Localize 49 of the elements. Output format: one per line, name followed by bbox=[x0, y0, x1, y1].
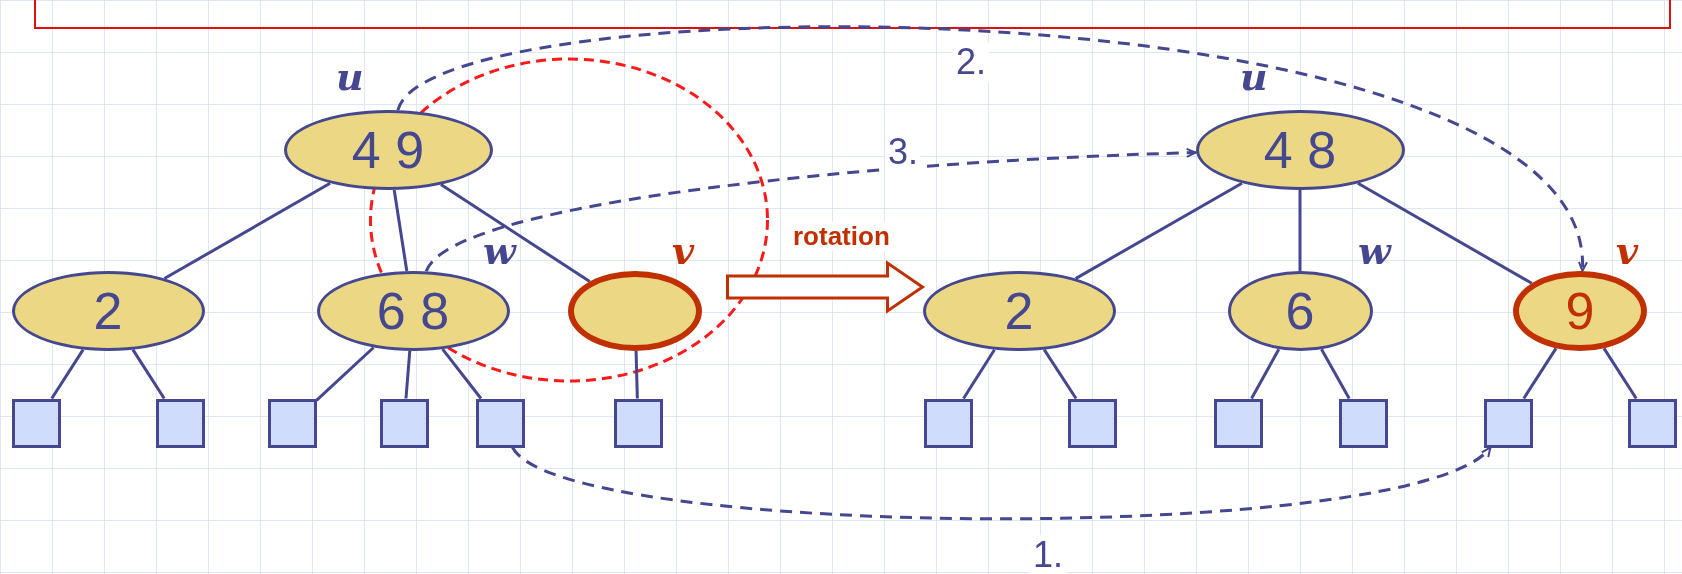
tree-branch-line bbox=[440, 183, 591, 283]
variable-label: u bbox=[336, 58, 364, 96]
tree-branch-line bbox=[131, 348, 166, 400]
tree-branch-line bbox=[1320, 348, 1351, 400]
tree-branch-line bbox=[50, 348, 85, 400]
tree-branch-line bbox=[1522, 347, 1558, 400]
leaf-square bbox=[475, 398, 525, 448]
leaf-square bbox=[155, 398, 205, 448]
tree-branch-line bbox=[962, 348, 996, 400]
tree-branch-line bbox=[1074, 181, 1243, 280]
tree-node: 2 bbox=[11, 271, 205, 351]
tree-branch-line bbox=[392, 189, 409, 272]
leaf-square bbox=[11, 398, 61, 448]
leaf-square bbox=[613, 398, 663, 448]
tree-branch-line bbox=[634, 350, 639, 399]
leaf-square bbox=[923, 398, 973, 448]
tree-branch-line bbox=[1042, 348, 1078, 400]
leaf-square bbox=[267, 398, 317, 448]
dashed-arrow bbox=[396, 25, 1585, 273]
tree-node: 2 bbox=[922, 271, 1116, 351]
tree-branch-line bbox=[404, 350, 412, 399]
leaf-square bbox=[1067, 398, 1117, 448]
variable-label: w bbox=[483, 232, 516, 270]
leaf-square bbox=[1627, 398, 1677, 448]
edge-label: 1. bbox=[1030, 535, 1067, 574]
dashed-arrow bbox=[511, 446, 1492, 521]
tree-node: 4 8 bbox=[1195, 110, 1405, 190]
tree-branch-line bbox=[1357, 182, 1533, 285]
variable-label: w bbox=[1358, 232, 1391, 270]
leaf-square bbox=[1213, 398, 1263, 448]
edge-label: 2. bbox=[953, 42, 990, 82]
variable-label: u bbox=[1240, 58, 1268, 96]
variable-label: v bbox=[672, 232, 695, 270]
leaf-square bbox=[1338, 398, 1388, 448]
highlighted-tree-node: 9 bbox=[1513, 271, 1647, 351]
tree-branch-line bbox=[1298, 190, 1302, 271]
tree-branch-line bbox=[1250, 348, 1281, 400]
tree-branch-line bbox=[1602, 347, 1638, 400]
tree-branch-line bbox=[441, 348, 483, 400]
tree-node: 4 9 bbox=[283, 110, 493, 190]
leaf-square bbox=[1483, 398, 1533, 448]
tree-node: 6 8 bbox=[316, 271, 510, 351]
tree-node: 6 bbox=[1227, 271, 1373, 351]
variable-label: v bbox=[1616, 232, 1639, 270]
leaf-square bbox=[379, 398, 429, 448]
tree-branch-line bbox=[163, 182, 331, 280]
tree-branch-line bbox=[315, 346, 375, 402]
block-arrow bbox=[726, 260, 926, 314]
dashed-arrow bbox=[425, 147, 1197, 273]
